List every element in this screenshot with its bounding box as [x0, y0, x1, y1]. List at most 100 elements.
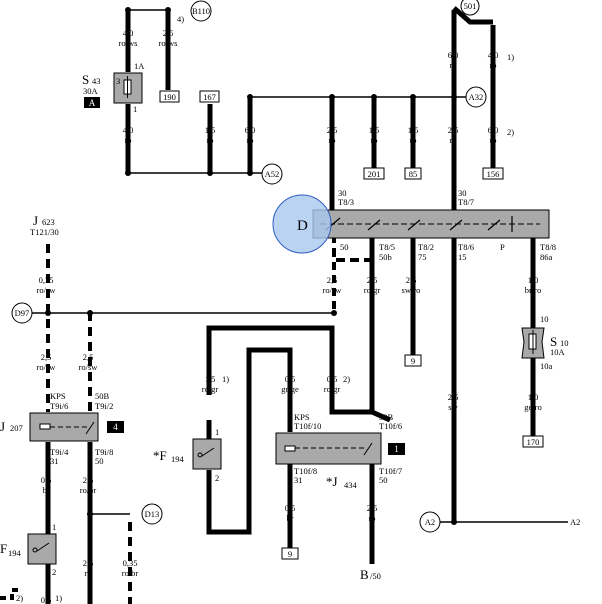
- svg-text:J: J: [33, 213, 38, 228]
- svg-text:br: br: [42, 485, 49, 495]
- svg-text:1,5: 1,5: [369, 125, 380, 135]
- svg-text:ge/ro: ge/ro: [524, 402, 541, 412]
- svg-text:4,0: 4,0: [123, 28, 134, 38]
- wire-50b-link: [329, 400, 372, 415]
- svg-text:50: 50: [340, 242, 349, 252]
- svg-text:4,0: 4,0: [488, 50, 499, 60]
- svg-text:ro/sw: ro/sw: [323, 285, 343, 295]
- svg-text:ro: ro: [328, 135, 335, 145]
- svg-text:167: 167: [203, 92, 216, 102]
- terminal-170: 170: [522, 435, 544, 448]
- svg-text:*F: *F: [153, 448, 167, 463]
- terminal-85: 85: [404, 167, 422, 180]
- wire-501-link: [452, 6, 493, 25]
- svg-text:2,5: 2,5: [448, 392, 459, 402]
- svg-text:ro/br: ro/br: [122, 568, 139, 578]
- svg-text:190: 190: [163, 92, 176, 102]
- svg-text:2,5: 2,5: [41, 352, 52, 362]
- svg-text:A2: A2: [425, 517, 435, 527]
- svg-text:3: 3: [116, 76, 120, 86]
- svg-text:2,5: 2,5: [448, 125, 459, 135]
- svg-text:ro/sw: ro/sw: [79, 362, 99, 372]
- svg-text:A52: A52: [265, 169, 280, 179]
- svg-text:10: 10: [560, 338, 569, 348]
- svg-text:50: 50: [95, 456, 104, 466]
- ref-a52: A52: [261, 163, 283, 185]
- svg-text:43: 43: [92, 76, 101, 86]
- svg-text:194: 194: [171, 454, 185, 464]
- svg-text:4,0: 4,0: [123, 125, 134, 135]
- svg-text:50B: 50B: [379, 412, 394, 422]
- svg-text:156: 156: [487, 169, 500, 179]
- svg-text:T121/30: T121/30: [30, 227, 59, 237]
- wire-labels: 4,0 ro/ws 2,5 ro/ws 6,0 ro 4,0 ro 4,0 ro…: [37, 28, 542, 604]
- svg-text:T8/5: T8/5: [379, 242, 395, 252]
- svg-text:1): 1): [222, 374, 229, 384]
- svg-text:9: 9: [411, 356, 415, 366]
- svg-text:ro/gr: ro/gr: [324, 384, 341, 394]
- svg-text:170: 170: [527, 437, 540, 447]
- terminal-201: 201: [363, 167, 385, 180]
- svg-text:623: 623: [42, 217, 55, 227]
- svg-text:0,5: 0,5: [285, 503, 296, 513]
- svg-text:sw/ro: sw/ro: [402, 285, 421, 295]
- wire-f194-bottom: [206, 347, 293, 535]
- svg-text:4: 4: [113, 422, 118, 432]
- relay-j434: 1 *J 434 KPS T10f/10 50B T10f/6 T10f/8 3…: [275, 412, 405, 490]
- svg-text:S: S: [82, 72, 89, 87]
- svg-text:ro: ro: [206, 135, 213, 145]
- svg-text:A32: A32: [469, 92, 484, 102]
- svg-text:ro: ro: [489, 60, 496, 70]
- svg-text:ro/sw: ro/sw: [37, 285, 57, 295]
- svg-text:434: 434: [344, 480, 358, 490]
- ref-d13: D13: [141, 503, 163, 525]
- svg-text:ro: ro: [368, 513, 375, 523]
- svg-text:2): 2): [507, 127, 514, 137]
- svg-text:ro: ro: [246, 135, 253, 145]
- svg-text:T9i/4: T9i/4: [50, 447, 69, 457]
- svg-text:2,5: 2,5: [163, 28, 174, 38]
- svg-text:ro/br: ro/br: [80, 485, 97, 495]
- svg-text:1A: 1A: [134, 61, 145, 71]
- terminal-167: 167: [199, 90, 220, 103]
- svg-text:10A: 10A: [550, 347, 566, 357]
- svg-text:ro: ro: [84, 568, 91, 578]
- junction-dots: [45, 7, 457, 525]
- svg-text:4): 4): [177, 14, 184, 24]
- svg-text:br/ro: br/ro: [525, 285, 542, 295]
- svg-text:T10f/7: T10f/7: [379, 466, 402, 476]
- terminal-190: 190: [159, 90, 180, 103]
- svg-text:6,0: 6,0: [488, 125, 499, 135]
- svg-text:0,5: 0,5: [285, 374, 296, 384]
- svg-text:1: 1: [215, 427, 219, 437]
- svg-text:2,5: 2,5: [83, 475, 94, 485]
- footnote-markers: 4) 1) 2) 1) 2) 2) 1): [16, 14, 514, 603]
- svg-text:1): 1): [507, 52, 514, 62]
- svg-text:30: 30: [338, 188, 347, 198]
- svg-text:T9i/2: T9i/2: [95, 401, 113, 411]
- svg-text:T8/3: T8/3: [338, 197, 354, 207]
- svg-text:2,5: 2,5: [327, 275, 338, 285]
- ref-a2: A2: [419, 511, 441, 533]
- svg-text:1,5: 1,5: [205, 125, 216, 135]
- svg-text:1,5: 1,5: [205, 374, 216, 384]
- svg-text:ro: ro: [370, 135, 377, 145]
- fuse-s43: A S 43 30A 1A 1 3: [82, 61, 145, 114]
- svg-text:1,0: 1,0: [528, 275, 539, 285]
- relay-j207: 4 J 207 KPS T9i/6 50B T9i/2 T9i/4 31 T9i…: [0, 391, 124, 466]
- svg-text:A: A: [89, 98, 96, 108]
- svg-text:50B: 50B: [95, 391, 110, 401]
- ref-501: 501: [460, 0, 480, 16]
- svg-text:1: 1: [52, 522, 56, 532]
- ref-a32: A32: [465, 86, 487, 108]
- a2-line-label: A2: [570, 517, 580, 527]
- svg-text:ro/ws: ro/ws: [119, 38, 138, 48]
- svg-text:T8/7: T8/7: [458, 197, 474, 207]
- svg-text:br: br: [286, 513, 293, 523]
- svg-text:*J: *J: [326, 474, 338, 489]
- svg-text:85: 85: [409, 169, 418, 179]
- svg-text:J: J: [0, 419, 5, 434]
- ref-d97: D97: [11, 302, 33, 324]
